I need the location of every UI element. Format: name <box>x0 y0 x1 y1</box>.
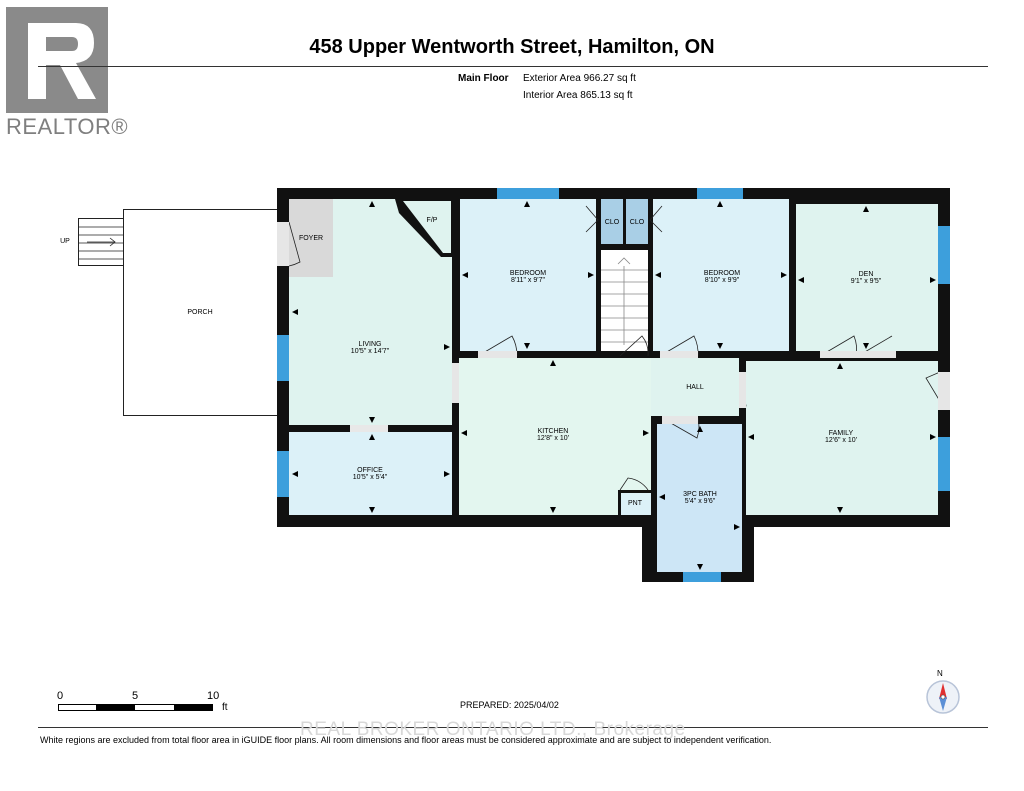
bedroom-2-name: BEDROOM <box>703 270 741 277</box>
hall-label: HALL <box>686 384 704 391</box>
footer-divider <box>38 727 988 728</box>
foyer-label: FOYER <box>298 235 324 242</box>
interior-area: Interior Area 865.13 sq ft <box>523 90 633 101</box>
office-dim: 10'5" x 5'4" <box>352 474 388 481</box>
scale-unit: ft <box>222 702 228 713</box>
den-dim: 9'1" x 9'5" <box>850 278 882 285</box>
realtor-logo-text: REALTOR® <box>6 114 129 139</box>
scale-tick-0: 0 <box>57 690 64 702</box>
window-bedroom-2 <box>697 188 743 199</box>
bath-name: 3PC BATH <box>683 491 717 498</box>
bath-dim: 5'4" x 9'6" <box>684 498 716 505</box>
living-name: LIVING <box>358 341 382 348</box>
office-name: OFFICE <box>357 467 383 474</box>
fireplace-label: F/P <box>426 217 438 224</box>
scale-tick-5: 5 <box>132 690 139 702</box>
prepared-date: PREPARED: 2025/04/02 <box>460 700 559 710</box>
bedroom-2-dim: 8'10" x 9'9" <box>704 277 740 284</box>
realtor-logo <box>6 7 108 113</box>
stairwell <box>601 250 648 351</box>
realtor-r-icon <box>6 7 108 113</box>
living-dim: 10'5" x 14'7" <box>350 348 390 355</box>
title-divider <box>38 66 988 67</box>
kitchen-dim: 12'8" x 10' <box>536 435 569 442</box>
bedroom-1-dim: 8'11" x 9'7" <box>511 277 545 284</box>
closet-2 <box>626 199 648 244</box>
brokerage-watermark: REAL BROKER ONTARIO LTD., Brokerage <box>300 719 686 740</box>
porch-area <box>123 209 279 416</box>
porch-label: PORCH <box>187 309 213 316</box>
family-name: FAMILY <box>828 430 854 437</box>
window-living <box>277 335 289 381</box>
closet-1-label: CLO <box>604 219 620 226</box>
window-den <box>938 226 950 284</box>
window-office <box>277 451 289 497</box>
closet-1 <box>601 199 623 244</box>
kitchen-room <box>459 358 651 515</box>
closet-2-label: CLO <box>629 219 645 226</box>
entry-stairs <box>78 218 124 266</box>
scale-bar <box>58 704 213 711</box>
floor-name: Main Floor <box>458 73 509 84</box>
kitchen-name: KITCHEN <box>537 428 569 435</box>
fireplace <box>395 199 453 257</box>
bedroom-2 <box>653 199 789 351</box>
page-title: 458 Upper Wentworth Street, Hamilton, ON <box>309 36 715 58</box>
compass-north-label: N <box>937 669 943 678</box>
window-bath <box>683 572 721 582</box>
exterior-area: Exterior Area 966.27 sq ft <box>523 73 636 84</box>
office-room <box>289 432 452 515</box>
stairs-icon <box>79 226 123 260</box>
window-bedroom-1 <box>497 188 559 199</box>
disclaimer-text: White regions are excluded from total fl… <box>40 735 772 745</box>
bedroom-1 <box>460 199 596 351</box>
pantry <box>618 490 651 515</box>
stairs-down-icon <box>601 257 648 345</box>
den-name: DEN <box>858 271 874 278</box>
den-room <box>796 204 938 351</box>
family-room <box>746 361 938 515</box>
family-dim: 12'6" x 10' <box>824 437 857 444</box>
scale-tick-10: 10 <box>207 690 220 702</box>
hall-area <box>651 358 739 416</box>
stairs-up-label: UP <box>60 238 70 245</box>
window-family <box>938 437 950 491</box>
bedroom-1-name: BEDROOM <box>509 270 547 277</box>
office-door[interactable] <box>350 425 388 432</box>
compass-icon <box>926 680 960 714</box>
bath-room <box>657 424 742 572</box>
pantry-label: PNT <box>628 500 642 507</box>
